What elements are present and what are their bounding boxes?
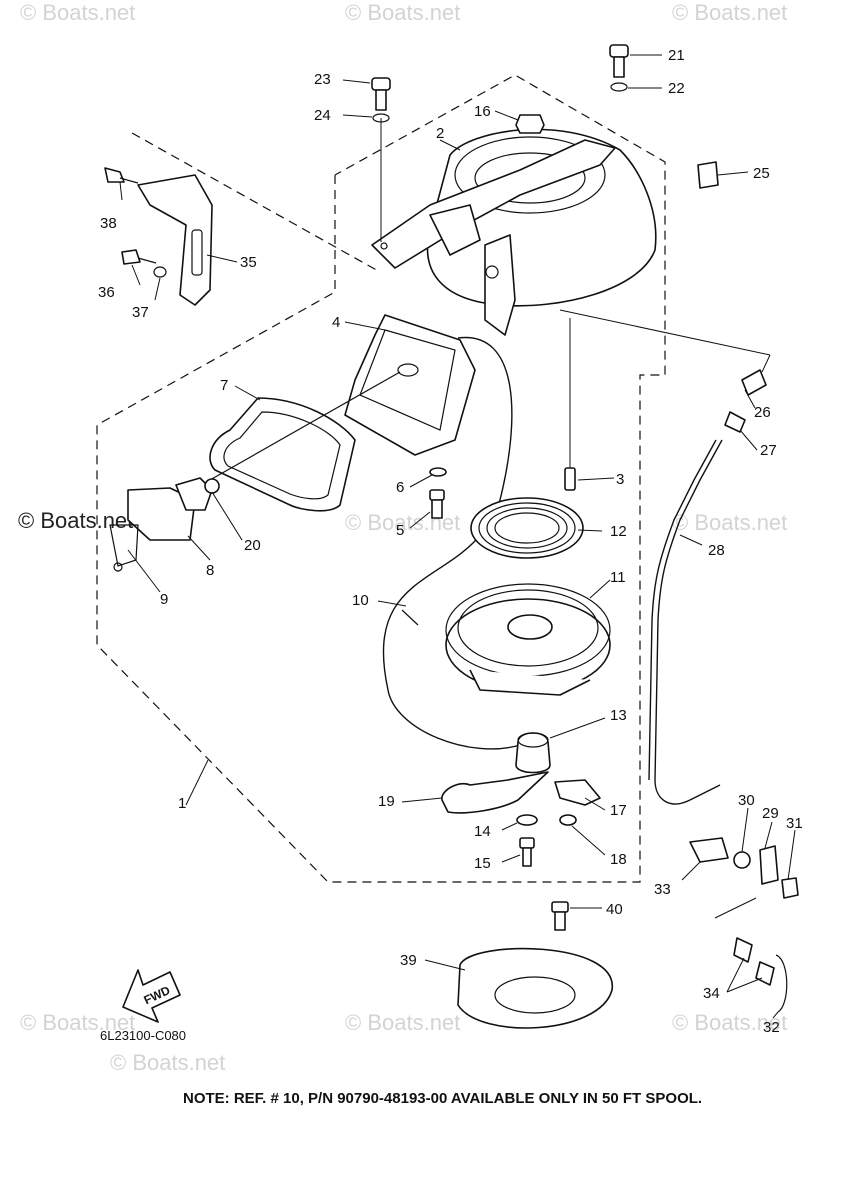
callout-7: 7 xyxy=(220,377,228,394)
watermark: © Boats.net xyxy=(110,1050,225,1075)
callout-32: 32 xyxy=(763,1019,780,1036)
callout-11: 11 xyxy=(610,569,626,586)
callout-3: 3 xyxy=(616,471,624,488)
callout-28: 28 xyxy=(708,542,725,559)
watermark: © Boats.net xyxy=(18,508,133,533)
callout-8: 8 xyxy=(206,562,214,579)
callout-12: 12 xyxy=(610,523,627,540)
callout-34: 34 xyxy=(703,985,720,1002)
watermark: © Boats.net xyxy=(672,0,787,25)
callout-13: 13 xyxy=(610,707,627,724)
callout-2: 2 xyxy=(436,125,444,142)
pin-3 xyxy=(564,318,576,491)
diagram-code: 6L23100-C080 xyxy=(100,1028,186,1043)
callout-31: 31 xyxy=(786,815,803,832)
part-labels: 1 2 3 4 5 6 7 8 9 10 11 12 13 14 15 16 1… xyxy=(98,47,803,1036)
callout-10: 10 xyxy=(352,592,369,609)
watermark: © Boats.net xyxy=(345,1010,460,1035)
handle-grip xyxy=(344,314,476,456)
callout-19: 19 xyxy=(378,793,395,810)
watermark: © Boats.net xyxy=(20,1010,135,1035)
callout-16: 16 xyxy=(474,103,491,120)
callout-18: 18 xyxy=(610,851,627,868)
callout-5: 5 xyxy=(396,522,404,539)
base-plate xyxy=(457,901,613,1029)
callout-25: 25 xyxy=(753,165,770,182)
callout-40: 40 xyxy=(606,901,623,918)
callout-26: 26 xyxy=(754,404,771,421)
bracket-assembly xyxy=(104,167,213,306)
starter-rope xyxy=(382,336,521,750)
callout-39: 39 xyxy=(400,952,417,969)
spiral-spring xyxy=(470,497,584,559)
callout-27: 27 xyxy=(760,442,777,459)
callout-6: 6 xyxy=(396,479,404,496)
callout-37: 37 xyxy=(132,304,149,321)
callout-30: 30 xyxy=(738,792,755,809)
handle-frame xyxy=(209,371,401,512)
callout-9: 9 xyxy=(160,591,168,608)
callout-24: 24 xyxy=(314,107,331,124)
leader-lines xyxy=(119,54,796,1019)
callout-23: 23 xyxy=(314,71,331,88)
starter-knob xyxy=(109,477,220,572)
drive-bushing xyxy=(515,732,551,774)
callout-29: 29 xyxy=(762,805,779,822)
callout-35: 35 xyxy=(240,254,257,271)
callout-20: 20 xyxy=(244,537,261,554)
callout-38: 38 xyxy=(100,215,117,232)
link-hardware xyxy=(689,837,799,1013)
callout-1: 1 xyxy=(178,795,186,812)
fasteners-top xyxy=(371,44,719,242)
footnote: NOTE: REF. # 10, P/N 90790-48193-00 AVAI… xyxy=(183,1090,702,1107)
assembly-outline xyxy=(96,74,666,883)
washer-bolt-5-6 xyxy=(429,467,447,519)
callout-17: 17 xyxy=(610,802,627,819)
watermark: © Boats.net xyxy=(672,510,787,535)
callout-14: 14 xyxy=(474,823,491,840)
starter-housing xyxy=(371,128,657,336)
watermark: © Boats.net xyxy=(345,0,460,25)
watermark: © Boats.net xyxy=(672,1010,787,1035)
sheave-drum xyxy=(445,583,611,696)
callout-22: 22 xyxy=(668,80,685,97)
control-cable xyxy=(559,309,771,805)
fwd-arrow: FWD xyxy=(122,969,181,1023)
watermark: © Boats.net xyxy=(20,0,135,25)
callout-21: 21 xyxy=(668,47,685,64)
callout-15: 15 xyxy=(474,855,491,872)
callout-33: 33 xyxy=(654,881,671,898)
callout-36: 36 xyxy=(98,284,115,301)
lower-fittings xyxy=(441,771,601,867)
callout-4: 4 xyxy=(332,314,340,331)
